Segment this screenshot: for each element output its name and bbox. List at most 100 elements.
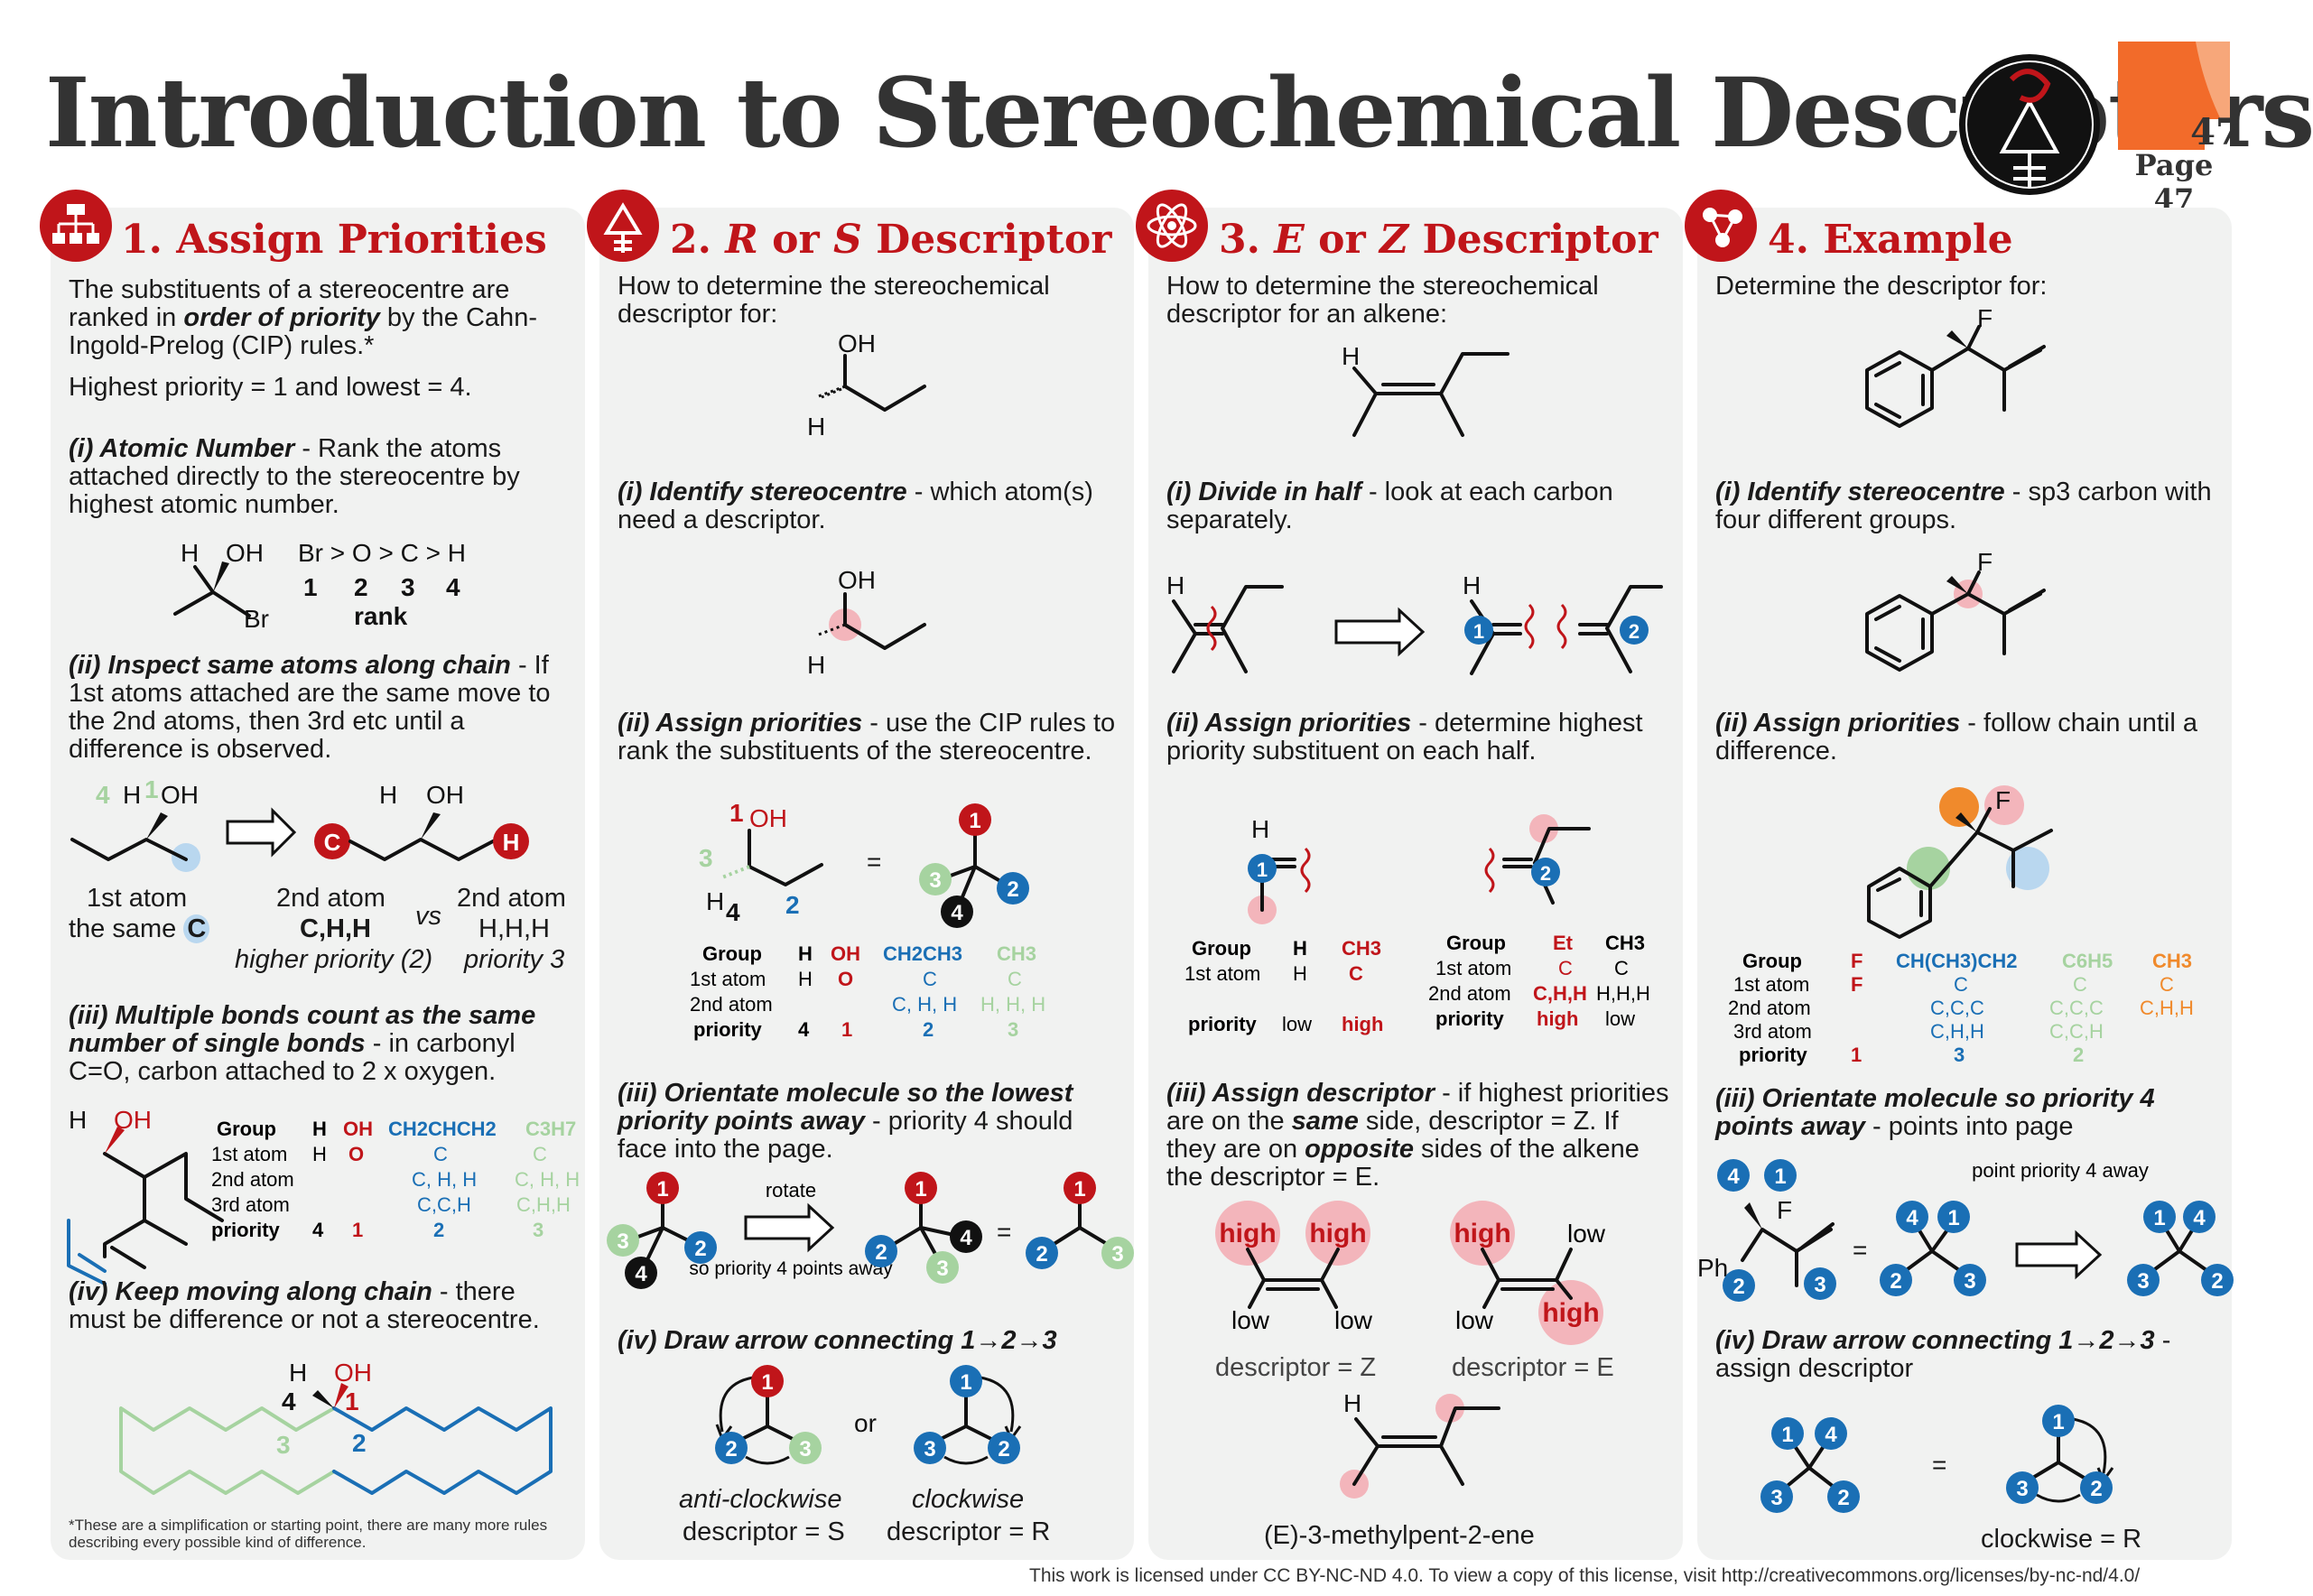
svg-text:high: high [1342, 1013, 1383, 1035]
svg-text:H: H [798, 968, 813, 990]
svg-text:1: 1 [1781, 1423, 1793, 1447]
svg-text:O: O [348, 1143, 364, 1165]
or-label: or [854, 1409, 877, 1437]
svg-text:C6H5: C6H5 [2062, 950, 2113, 972]
svg-text:C: C [1614, 957, 1629, 979]
svg-text:3: 3 [1770, 1486, 1782, 1510]
s2-priority-table: Group 1st atom 2nd atom priority H H 4 O… [690, 942, 1045, 1041]
the-same-label: the same C [69, 914, 210, 943]
svg-text:C,H,H: C,H,H [2140, 997, 2194, 1019]
svg-text:H: H [379, 781, 397, 809]
s1-footnote: *These are a simplification or starting … [69, 1517, 548, 1551]
svg-text:4: 4 [96, 781, 110, 809]
s2-priorities-diagram: OH 1 3 H 4 2 = 1 2 3 4 [699, 799, 1029, 928]
vs-label: vs [415, 902, 441, 931]
svg-text:C,C,C: C,C,C [2049, 997, 2104, 1019]
second-atom-a-sub: C,H,H [300, 914, 371, 943]
s1-priority-table: Group 1st atom 2nd atom 3rd atom priorit… [211, 1118, 580, 1241]
s3-step-iii: (iii) Assign descriptor - if highest pri… [1166, 1079, 1669, 1192]
svg-text:F: F [1851, 973, 1862, 996]
svg-text:2: 2 [1837, 1486, 1849, 1510]
svg-text:3: 3 [1814, 1273, 1825, 1297]
alchemy-icon [587, 190, 659, 262]
svg-text:high: high [1542, 1298, 1599, 1328]
second-atom-b: 2nd atom [457, 884, 566, 913]
descriptor-r-label: descriptor = R [887, 1517, 1051, 1546]
svg-text:Br: Br [244, 605, 269, 633]
section-2-title: 2. R or S Descriptor [670, 217, 1112, 263]
svg-text:3: 3 [1954, 1044, 1965, 1066]
svg-text:1: 1 [969, 809, 980, 833]
s4-step-ii: (ii) Assign priorities - follow chain un… [1715, 709, 2197, 766]
svg-text:C: C [433, 1143, 448, 1165]
s4-answer-diagram: 1 4 3 2 = 1 3 2 [1760, 1405, 2114, 1513]
second-atom-a: 2nd atom [276, 884, 386, 913]
svg-text:OH: OH [334, 1359, 372, 1387]
svg-text:C,C,C: C,C,C [1930, 997, 1984, 1019]
s4-step-iv: (iv) Draw arrow connecting 1→2→3 - assig… [1715, 1326, 2171, 1383]
s3-priority-tables: Group 1st atom priority H H low CH3 C hi… [1184, 932, 1650, 1035]
svg-text:H: H [312, 1118, 327, 1140]
svg-text:CH3: CH3 [2152, 950, 2192, 972]
svg-text:1: 1 [761, 1370, 773, 1395]
svg-text:2: 2 [433, 1219, 444, 1241]
svg-text:4: 4 [798, 1018, 810, 1041]
svg-text:1: 1 [1774, 1165, 1786, 1189]
svg-text:2: 2 [1540, 862, 1551, 885]
svg-text:C: C [1954, 973, 1968, 996]
svg-text:H: H [807, 651, 825, 679]
svg-text:Et: Et [1553, 932, 1574, 954]
svg-text:4: 4 [2193, 1206, 2206, 1230]
svg-text:H: H [69, 1106, 87, 1134]
svg-text:H: H [1343, 1389, 1361, 1417]
svg-text:3: 3 [533, 1219, 543, 1241]
s1-highest-lowest: Highest priority = 1 and lowest = 4. [69, 373, 472, 402]
svg-text:1: 1 [345, 1387, 359, 1415]
svg-text:2: 2 [694, 1237, 706, 1261]
page-badge-icon: 47 [2118, 42, 2241, 153]
svg-text:1: 1 [656, 1177, 668, 1202]
rank-word: rank [354, 602, 408, 630]
svg-text:OH: OH [838, 329, 876, 357]
svg-text:1st atom: 1st atom [1733, 973, 1809, 996]
svg-text:CH3: CH3 [1605, 932, 1645, 954]
svg-text:1: 1 [1947, 1206, 1959, 1230]
svg-text:1: 1 [841, 1018, 852, 1041]
svg-text:2: 2 [2090, 1477, 2102, 1501]
svg-text:H: H [1293, 937, 1307, 960]
s4-step-iii: (iii) Orientate molecule so priority 4 p… [1715, 1084, 2155, 1141]
s1-long-chain-molecule: H OH 4 1 3 2 [119, 1359, 553, 1495]
svg-text:2: 2 [1036, 1242, 1047, 1267]
svg-text:H: H [1463, 571, 1481, 599]
page-label: Page 47 [2134, 148, 2214, 217]
svg-text:1: 1 [2153, 1206, 2165, 1230]
svg-text:3: 3 [929, 868, 941, 893]
first-atom-label: 1st atom [87, 884, 188, 913]
svg-text:1: 1 [1073, 1177, 1085, 1202]
s1-chain-diagram: H OH 4 1 C H OH H [70, 775, 529, 872]
svg-text:low: low [1334, 1306, 1373, 1334]
page-title: Introduction to Stereochemical Descripto… [45, 56, 2313, 169]
rank-1: 1 [303, 573, 318, 601]
s2-rotation-diagram: 1 2 3 4 rotate so priority 4 points away… [607, 1172, 1134, 1289]
svg-text:F: F [1777, 1196, 1792, 1224]
svg-text:priority: priority [211, 1219, 281, 1241]
svg-text:priority: priority [693, 1018, 763, 1041]
section-4-title: 4. Example [1768, 217, 2013, 263]
svg-text:4: 4 [282, 1387, 296, 1415]
svg-text:2: 2 [875, 1240, 887, 1265]
s1-intro: The substituents of a stereocentre are r… [69, 275, 537, 360]
svg-text:2nd atom: 2nd atom [1428, 982, 1511, 1005]
panel-assign-priorities [51, 208, 585, 1560]
svg-text:priority: priority [1188, 1013, 1258, 1035]
svg-text:3: 3 [276, 1431, 291, 1459]
example-answer: clockwise = R [1981, 1525, 2142, 1554]
priority-3-label: priority 3 [464, 945, 565, 974]
svg-text:high: high [1219, 1219, 1276, 1248]
license-text: This work is licensed under CC BY-NC-ND … [1029, 1565, 2141, 1586]
svg-text:C: C [533, 1143, 547, 1165]
svg-text:4: 4 [635, 1262, 647, 1286]
s3-zE-diagrams: high high low low high high low low [1215, 1201, 1606, 1345]
svg-text:2: 2 [2073, 1044, 2084, 1066]
svg-text:C,H,H: C,H,H [1533, 982, 1587, 1005]
